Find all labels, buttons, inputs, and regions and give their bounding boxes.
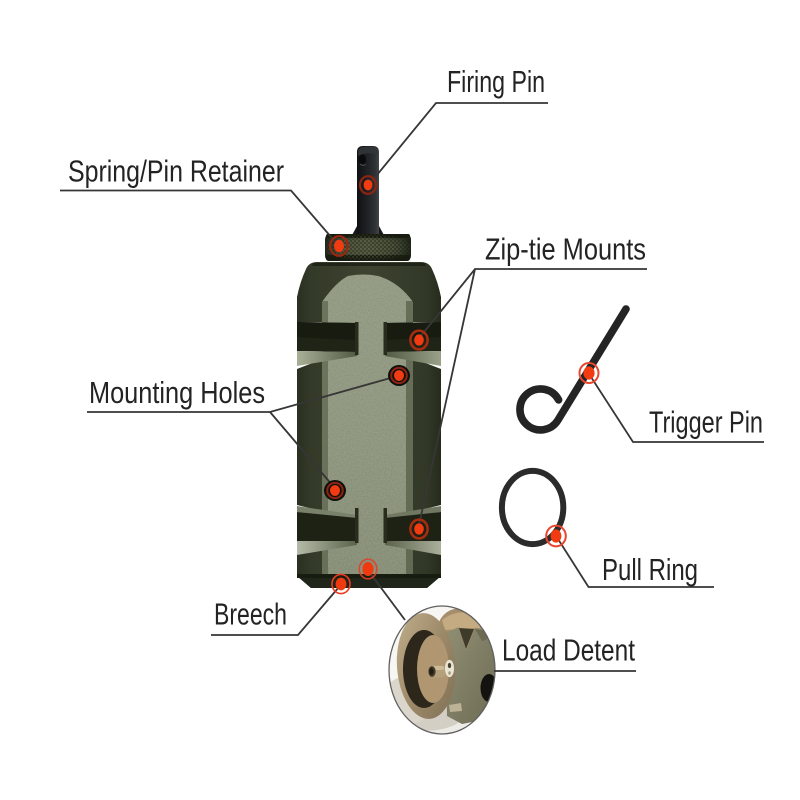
svg-text:Zip-tie Mounts: Zip-tie Mounts [485,232,646,267]
svg-text:Mounting Holes: Mounting Holes [89,375,265,410]
svg-text:Firing Pin: Firing Pin [447,64,545,99]
svg-text:Trigger Pin: Trigger Pin [649,405,763,440]
svg-text:Spring/Pin Retainer: Spring/Pin Retainer [68,154,284,189]
svg-text:Pull Ring: Pull Ring [602,552,698,587]
svg-text:Breech: Breech [214,597,287,632]
svg-text:Load Detent: Load Detent [502,633,635,668]
